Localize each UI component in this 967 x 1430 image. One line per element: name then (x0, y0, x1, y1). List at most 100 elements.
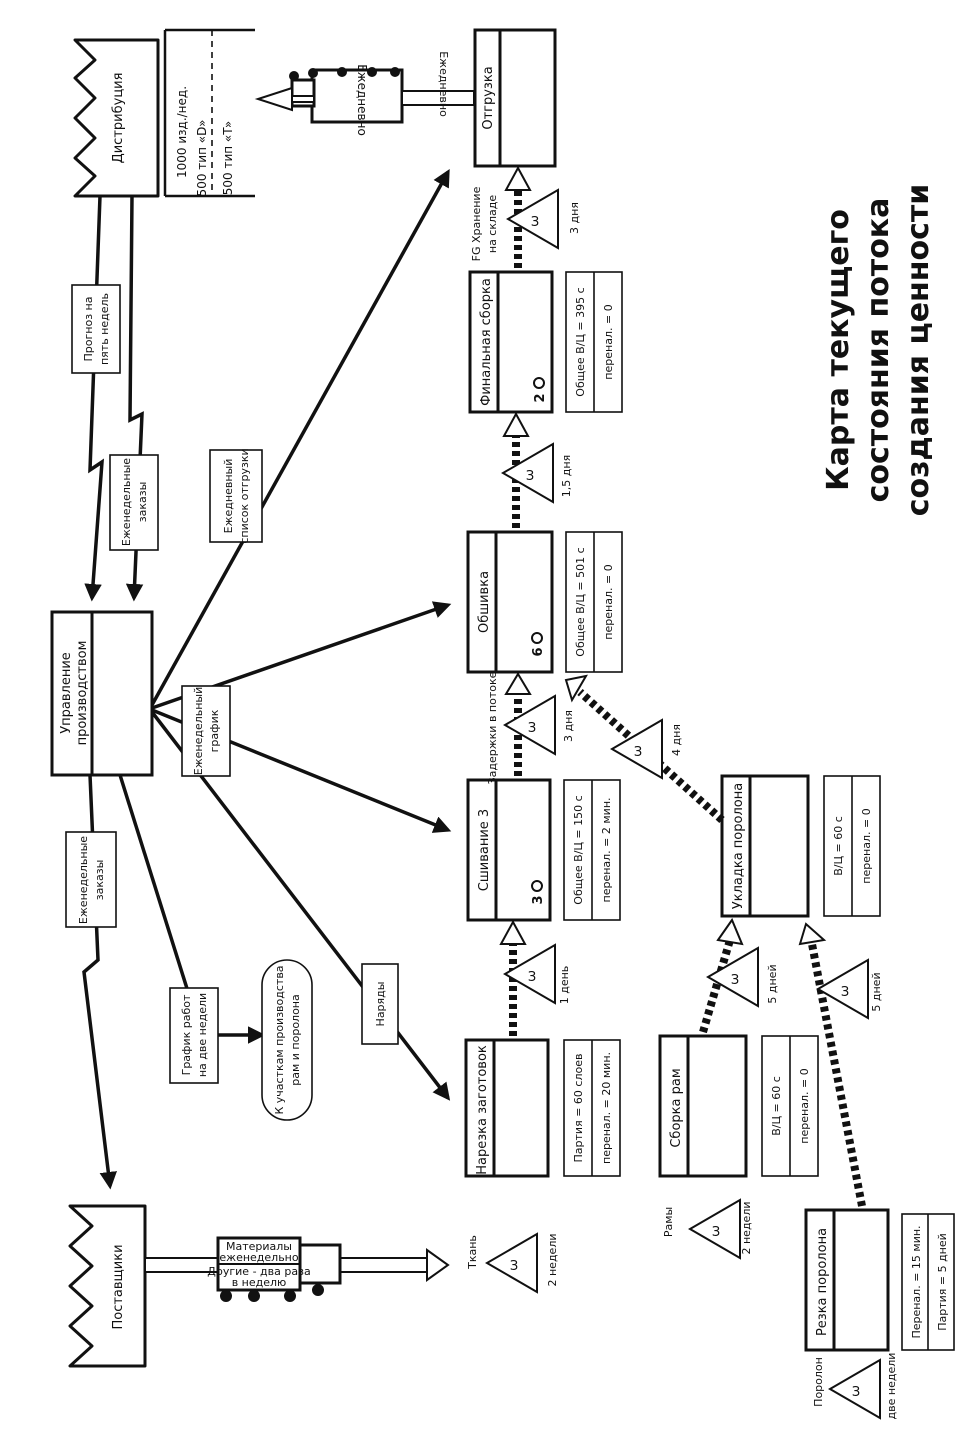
weekly-orders-out-label: Еженедельные заказы (65, 831, 117, 928)
inventory-finished-goods: З FG Хранение на складе 3 дня (470, 186, 581, 261)
forecast-label: Прогноз на пять недель (71, 284, 121, 374)
svg-text:в неделю: в неделю (232, 1276, 287, 1289)
upholstery-data-box: Общее В/Ц = 501 с перенал. = 0 (565, 531, 623, 673)
inventory-foam: З Поролон две недели (812, 1353, 898, 1420)
svg-text:В/Ц = 60 с: В/Ц = 60 с (832, 816, 845, 876)
svg-text:Общее В/Ц = 150 с: Общее В/Ц = 150 с (572, 795, 585, 904)
svg-text:заказы: заказы (136, 482, 149, 523)
inventory-foamcut-to-foam: З 5 дней (816, 958, 883, 1020)
svg-text:Другие - два раза: Другие - два раза (207, 1265, 310, 1278)
upholstery-name: Обшивка (477, 571, 492, 633)
process-cutting: Нарезка заготовок (464, 1038, 550, 1178)
svg-text:З: З (526, 469, 534, 484)
two-week-schedule-label: График работ на две недели (169, 987, 219, 1084)
foam-cut-data-box: Перенал. = 15 мин. Партия = 5 дней (901, 1213, 955, 1351)
foam-lay-data-box: В/Ц = 60 с перенал. = 0 (823, 775, 881, 917)
frame-data-box: В/Ц = 60 с перенал. = 0 (761, 1035, 819, 1177)
svg-text:График работ: График работ (180, 994, 193, 1075)
svg-text:график: график (208, 709, 221, 752)
svg-text:Материалы: Материалы (226, 1240, 292, 1253)
svg-text:З: З (712, 1225, 720, 1240)
demand-line-2: 500 тип «D» (195, 120, 209, 197)
svg-text:Партия = 60 слоев: Партия = 60 слоев (572, 1054, 585, 1163)
svg-text:еженедельно: еженедельно (219, 1251, 298, 1264)
frame-name: Сборка рам (669, 1068, 684, 1147)
sewing-operators: 3 (531, 895, 546, 904)
supplier-label: Поставщики (111, 1244, 126, 1329)
inventory-sew-to-uph: З Задержки в потоке 3 дня (486, 671, 575, 784)
svg-text:З: З (531, 215, 539, 230)
svg-text:З: З (510, 1259, 518, 1274)
customer-factory: Дистрибуция (73, 38, 160, 198)
svg-text:Прогноз на: Прогноз на (82, 297, 95, 362)
svg-text:создания ценности: создания ценности (901, 184, 936, 517)
upholstery-operators: 6 (531, 647, 546, 656)
inventory-frame-to-foam: З 5 дней (706, 946, 779, 1008)
process-upholstery: Обшивка 6 (466, 530, 554, 674)
svg-text:5 дней: 5 дней (766, 964, 779, 1003)
process-sewing: Сшивание 3 3 (466, 778, 552, 922)
svg-text:на две недели: на две недели (196, 993, 209, 1077)
inventory-frames: З Рамы 2 недели (662, 1198, 753, 1260)
svg-text:З: З (841, 985, 849, 1000)
svg-text:Перенал. = 15 мин.: Перенал. = 15 мин. (910, 1225, 923, 1338)
weekly-orders-in-label: Еженедельные заказы (109, 454, 159, 551)
customer-demand-box: 1000 изд./нед. 500 тип «D» 500 тип «T» (163, 28, 255, 198)
svg-text:4 дня: 4 дня (670, 724, 683, 756)
final-data-box: Общее В/Ц = 395 с перенал. = 0 (565, 271, 623, 413)
svg-text:перенал. = 0: перенал. = 0 (860, 808, 873, 883)
control-label-2: производством (75, 641, 90, 746)
svg-text:Еженедельный: Еженедельный (192, 687, 205, 776)
process-frame-assembly: Сборка рам (658, 1034, 748, 1178)
process-final-assembly: Финальная сборка 2 (468, 270, 554, 414)
final-operators: 2 (533, 393, 548, 402)
foam-cut-name: Резка поролона (815, 1228, 830, 1336)
svg-text:К участкам производства: К участкам производства (273, 965, 286, 1114)
process-foam-laying: Укладка поролона (720, 774, 810, 918)
svg-text:заказы: заказы (93, 860, 106, 901)
svg-text:Общее В/Ц = 395 с: Общее В/Ц = 395 с (574, 287, 587, 396)
inventory-foam-to-uph: З 4 дня (610, 718, 683, 780)
svg-text:3 дня: 3 дня (562, 710, 575, 742)
foam-lay-name: Укладка поролона (731, 783, 746, 909)
svg-text:З: З (528, 721, 536, 736)
truck-label: Ежедневно (355, 64, 369, 136)
svg-text:1,5 дня: 1,5 дня (560, 455, 573, 497)
shipping-freq-label: Ежедневно (437, 51, 450, 117)
customer-label: Дистрибуция (111, 73, 126, 164)
supplier-shipment: Материалы еженедельно Другие - два раза … (144, 1236, 450, 1302)
svg-text:5 дней: 5 дней (870, 972, 883, 1011)
svg-text:Наряды: Наряды (374, 982, 387, 1027)
weekly-schedule-label: Еженедельный график (181, 685, 231, 777)
svg-text:3 дня: 3 дня (568, 202, 581, 234)
shipping-process-label: Отгрузка (481, 66, 496, 129)
operator-icon (531, 880, 543, 892)
demand-line-1: 1000 изд./нед. (175, 86, 189, 178)
svg-text:З: З (528, 970, 536, 985)
svg-text:Карта текущего: Карта текущего (821, 209, 856, 491)
svg-text:пять недель: пять недель (98, 293, 111, 365)
svg-text:2 недели: 2 недели (546, 1233, 559, 1286)
daily-ship-list-label: Ежедневный список отгрузки (209, 448, 263, 544)
svg-text:2 недели: 2 недели (740, 1201, 753, 1254)
cutting-data-box: Партия = 60 слоев перенал. = 20 мин. (563, 1039, 621, 1177)
svg-text:Еженедельные: Еженедельные (77, 836, 90, 924)
svg-text:перенал. = 20 мин.: перенал. = 20 мин. (600, 1052, 613, 1164)
svg-text:Общее В/Ц = 501 с: Общее В/Ц = 501 с (574, 547, 587, 656)
svg-text:В/Ц = 60 с: В/Ц = 60 с (770, 1076, 783, 1136)
svg-text:перенал. = 0: перенал. = 0 (602, 564, 615, 639)
supplier-factory: Поставщики (68, 1204, 147, 1368)
work-orders-label: Наряды (361, 963, 399, 1045)
svg-text:Рамы: Рамы (662, 1207, 675, 1237)
process-foam-cutting: Резка поролона (804, 1208, 890, 1352)
svg-text:список отгрузки: список отгрузки (238, 448, 251, 543)
inventory-cut-to-sew: З 1 день (503, 943, 571, 1005)
sewing-name: Сшивание 3 (477, 809, 492, 891)
control-label-1: Управление (59, 652, 74, 734)
svg-text:Поролон: Поролон (812, 1357, 825, 1407)
frame-foam-note: К участкам производства рам и поролона (261, 959, 313, 1121)
operator-icon (531, 632, 543, 644)
sewing-data-box: Общее В/Ц = 150 с перенал. = 2 мин. (563, 779, 621, 921)
svg-text:З: З (731, 973, 739, 988)
